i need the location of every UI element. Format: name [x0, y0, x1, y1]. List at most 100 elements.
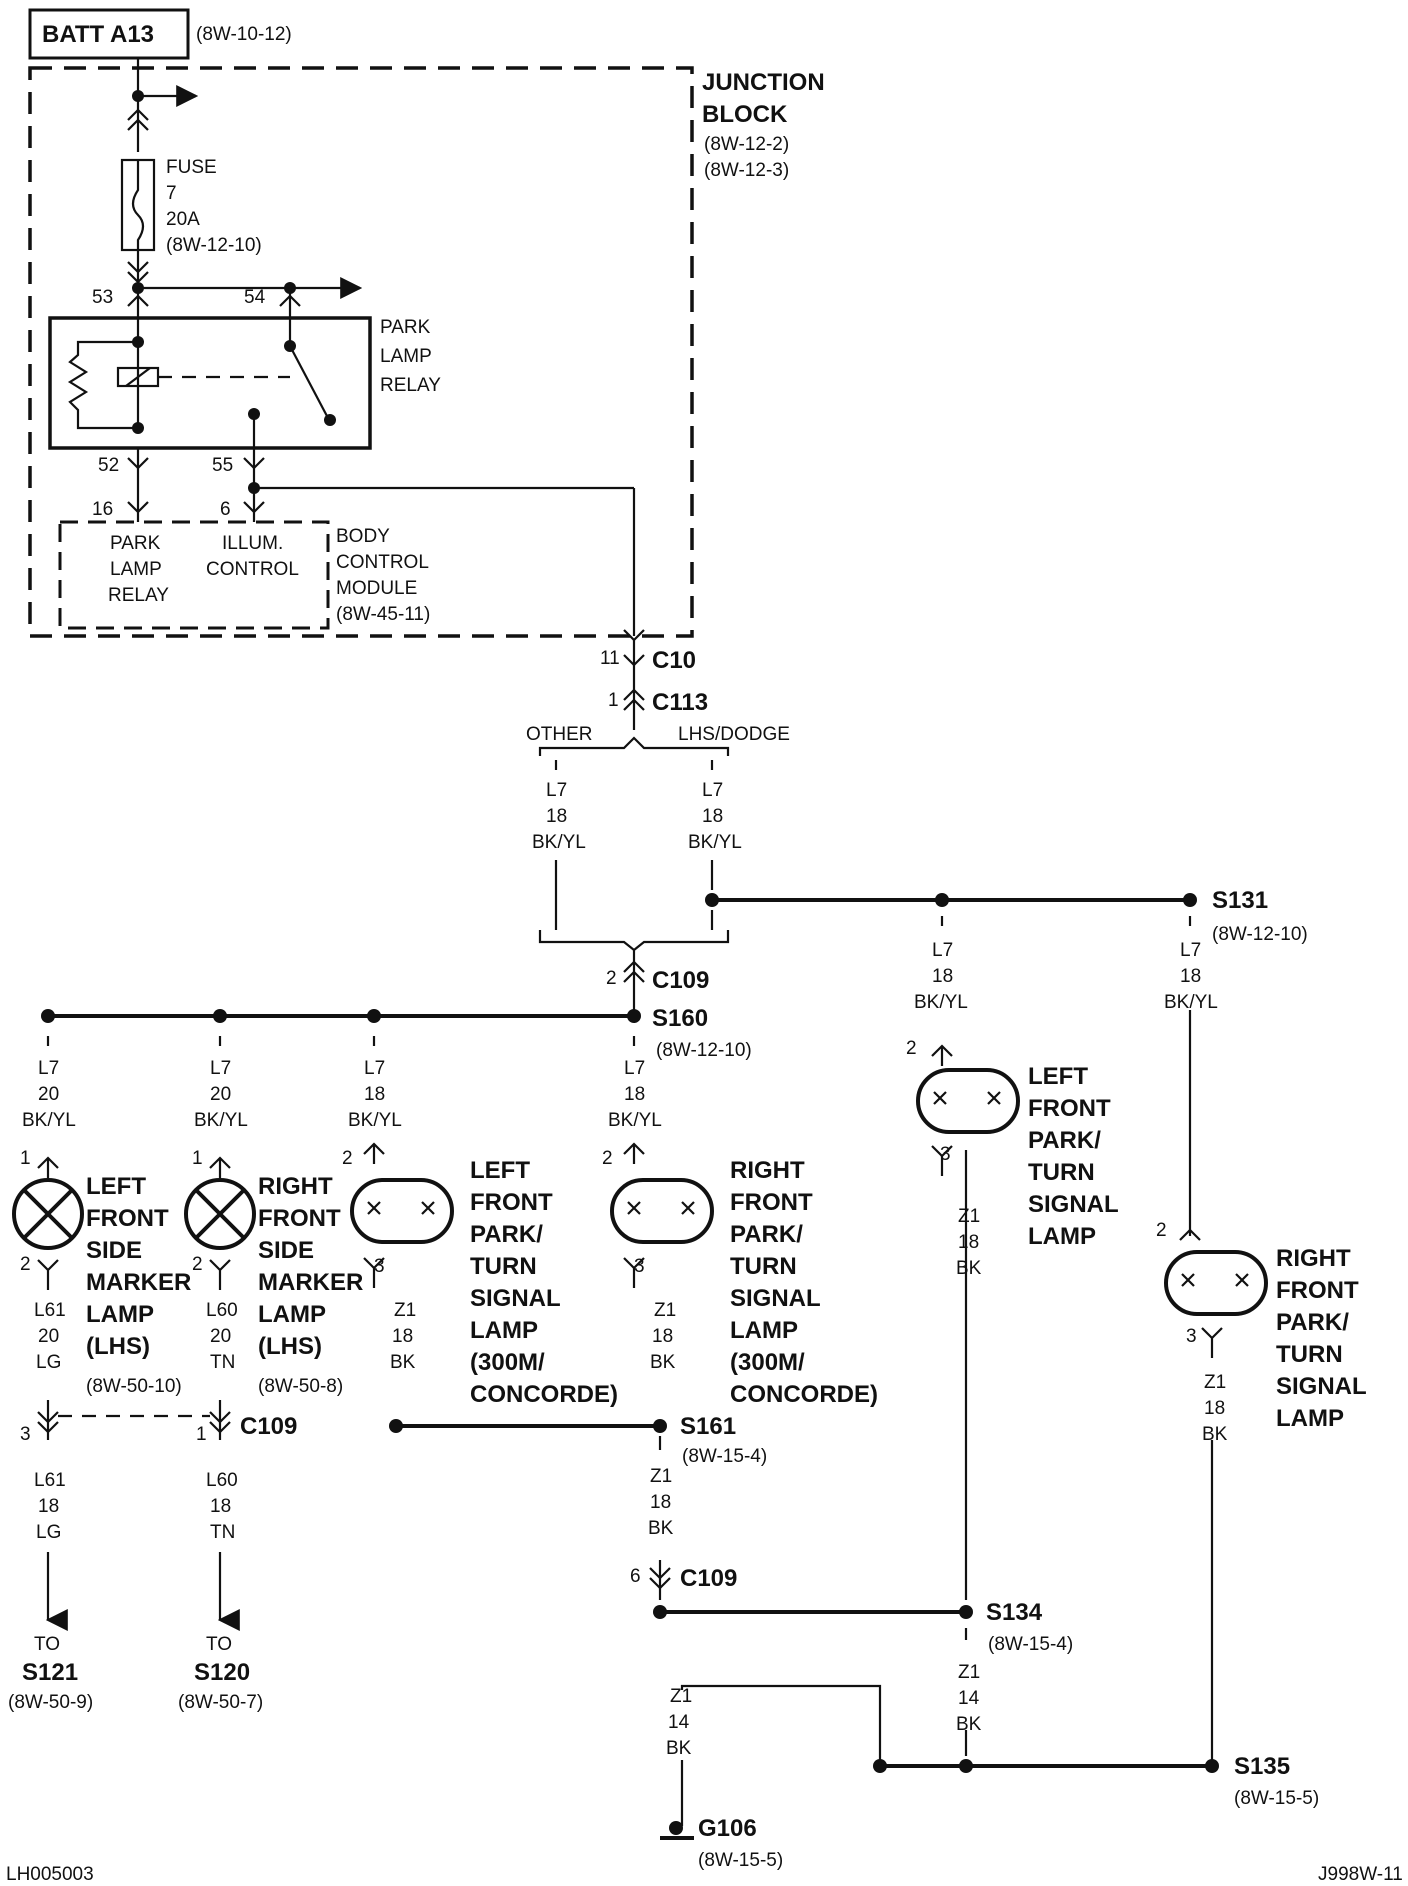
svg-text:LAMP: LAMP: [86, 1301, 154, 1328]
c109-left-pin-1: 1: [196, 1424, 207, 1445]
svg-text:MARKER: MARKER: [86, 1269, 191, 1296]
c109-bottom-pin: 6: [630, 1566, 641, 1587]
svg-text:LEFT: LEFT: [470, 1157, 530, 1184]
wire-l60-gauge: 20: [210, 1326, 231, 1347]
wire-l7-c-g: 18: [364, 1084, 385, 1105]
wire-l61-2-gauge: 18: [38, 1496, 59, 1517]
c10-c113-connector: [623, 629, 645, 730]
svg-text:(LHS): (LHS): [258, 1333, 322, 1360]
fuse-label-2: 7: [166, 183, 177, 204]
wire-l60-2-code: L60: [206, 1470, 238, 1491]
wire-l7-other-code: L7: [546, 780, 567, 801]
lamp1-pin-1: 1: [20, 1148, 31, 1169]
svg-text:CONCORDE): CONCORDE): [470, 1381, 618, 1408]
c109-bottom-label: C109: [680, 1565, 737, 1592]
wire-z1-g-g: 14: [668, 1712, 690, 1733]
bcm-ref: (8W-45-11): [336, 604, 430, 625]
wire-z1-a: Z1: [394, 1300, 416, 1321]
wire-z1-c-c: BK: [648, 1518, 674, 1539]
park-lamp-relay-box: [48, 316, 372, 450]
svg-text:FRONT: FRONT: [730, 1189, 813, 1216]
relay-outputs: [127, 448, 636, 636]
wire-other-path: [538, 860, 730, 1010]
svg-text:FRONT: FRONT: [470, 1189, 553, 1216]
fuse-ref: (8W-12-10): [166, 235, 262, 256]
svg-text:FRONT: FRONT: [1028, 1095, 1111, 1122]
lamp3-pin-2: 2: [342, 1148, 353, 1169]
wire-l7-d-c: BK/YL: [608, 1110, 662, 1131]
right-side-marker-label: RIGHT FRONT SIDE MARKER LAMP (LHS) (8W-5…: [258, 1173, 363, 1397]
c10-pin: 11: [600, 648, 620, 669]
footer-right-code: J998W-11: [1318, 1864, 1403, 1885]
c109-left-label: C109: [240, 1413, 297, 1440]
svg-text:RIGHT: RIGHT: [258, 1173, 333, 1200]
junction-block-title-1: JUNCTION: [702, 69, 825, 96]
wire-z1-f: Z1: [958, 1662, 980, 1683]
left-park-300m-lamp-icon: [350, 1178, 454, 1244]
ground-network: [660, 1628, 1219, 1840]
svg-text:LEFT: LEFT: [86, 1173, 146, 1200]
wire-l61-gauge: 20: [38, 1326, 59, 1347]
wire-z1-a-g: 18: [392, 1326, 413, 1347]
c113-label: C113: [652, 689, 708, 716]
s160-ref: (8W-12-10): [656, 1040, 752, 1061]
wire-l7-other-color: BK/YL: [532, 832, 586, 853]
s160-drops: [37, 1036, 645, 1178]
lamp2-pin-2: 2: [192, 1254, 203, 1275]
fuse-7: [120, 158, 156, 290]
svg-text:(LHS): (LHS): [86, 1333, 150, 1360]
svg-text:MARKER: MARKER: [258, 1269, 363, 1296]
svg-text:PARK/: PARK/: [470, 1221, 543, 1248]
lamp4-pin-2: 2: [602, 1148, 613, 1169]
relay-pin-54: 54: [244, 287, 266, 308]
s135-label: S135: [1234, 1753, 1290, 1780]
batt-ref: (8W-10-12): [196, 24, 292, 45]
svg-text:LAMP: LAMP: [470, 1317, 538, 1344]
relay-label-3: RELAY: [380, 375, 441, 396]
footer-left-code: LH005003: [6, 1864, 94, 1885]
left-park-lamp-branch: [916, 916, 1020, 1619]
junction-block-ref-2: (8W-12-3): [704, 160, 789, 181]
svg-text:TURN: TURN: [470, 1253, 537, 1280]
junction-block-title-2: BLOCK: [702, 101, 788, 128]
lamp4-pin-3: 3: [634, 1256, 645, 1277]
bcm-label-2: CONTROL: [336, 552, 429, 573]
wire-l7-e-c: BK/YL: [914, 992, 968, 1013]
wire-z1-b-g: 18: [652, 1326, 673, 1347]
bcm-left-2: LAMP: [110, 559, 162, 580]
lamp5-pin-3: 3: [940, 1144, 951, 1165]
wire-l60-2-gauge: 18: [210, 1496, 231, 1517]
s134-label: S134: [986, 1599, 1043, 1626]
bcm-label-1: BODY: [336, 526, 390, 547]
svg-text:SIGNAL: SIGNAL: [1276, 1373, 1367, 1400]
svg-text:LAMP: LAMP: [1276, 1405, 1344, 1432]
left-side-marker-lamp-icon: [12, 1178, 84, 1250]
svg-text:SIDE: SIDE: [86, 1237, 142, 1264]
c113-pin: 1: [608, 690, 619, 711]
fuse-label-3: 20A: [166, 209, 200, 230]
wire-z1-g-c: BK: [666, 1738, 692, 1759]
lamp2-pin-1: 1: [192, 1148, 203, 1169]
junction-block-ref-1: (8W-12-2): [704, 134, 789, 155]
wire-z1-d: Z1: [958, 1206, 980, 1227]
left-park-label: LEFT FRONT PARK/ TURN SIGNAL LAMP: [1028, 1063, 1119, 1250]
right-park-300m-label: RIGHT FRONT PARK/ TURN SIGNAL LAMP (300M…: [730, 1157, 878, 1408]
to-s120-to: TO: [206, 1634, 232, 1655]
svg-text:FRONT: FRONT: [1276, 1277, 1359, 1304]
svg-text:RIGHT: RIGHT: [730, 1157, 805, 1184]
lamp5-pin-2: 2: [906, 1038, 917, 1059]
wire-l7-other-gauge: 18: [546, 806, 567, 827]
bcm-mid-2: CONTROL: [206, 559, 299, 580]
bcm-pin-6: 6: [220, 499, 231, 520]
svg-text:FRONT: FRONT: [258, 1205, 341, 1232]
bcm-left-3: RELAY: [108, 585, 169, 606]
svg-text:SIDE: SIDE: [258, 1237, 314, 1264]
wire-l7-d-g: 18: [624, 1084, 645, 1105]
wire-l7-lhs-gauge: 18: [702, 806, 723, 827]
svg-text:LEFT: LEFT: [1028, 1063, 1088, 1090]
to-s121-label: S121: [22, 1659, 78, 1686]
svg-text:(300M/: (300M/: [470, 1349, 545, 1376]
batt-label: BATT A13: [42, 21, 154, 48]
battery-feed: [127, 58, 199, 152]
